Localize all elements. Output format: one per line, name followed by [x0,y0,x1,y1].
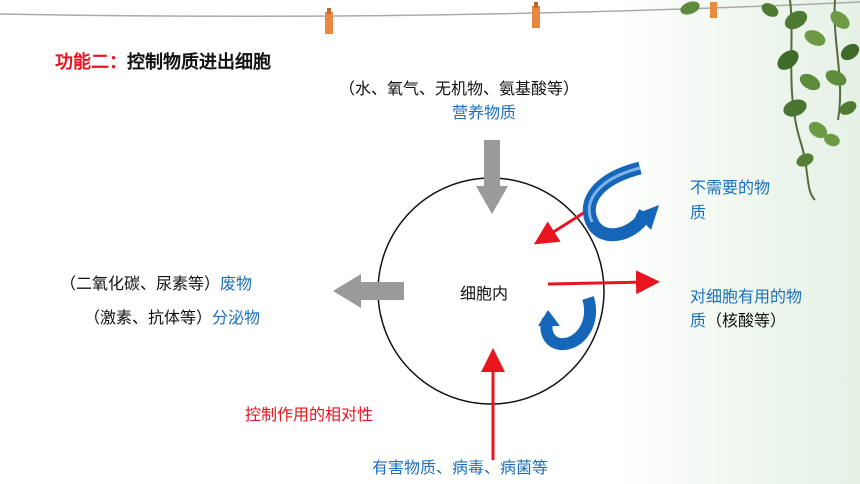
clothespin-icon [710,2,717,18]
secretion-line: （激素、抗体等）分泌物 [84,304,260,328]
nutrients-label: 营养物质 [452,103,517,122]
clothespin-icon [532,2,540,28]
unneeded-label-line1: 不需要的物 [690,178,771,197]
useful-label-line2: 质（核酸等） [690,307,786,331]
waste-examples: （二氧化碳、尿素等） [60,274,221,293]
unneeded-entry-red-arrow [533,210,586,245]
useful-retained-curved-arrow [538,296,596,351]
waste-out-arrow [333,274,404,308]
useful-examples: （核酸等） [706,311,787,330]
waste-line: （二氧化碳、尿素等）废物 [60,270,252,294]
title-main: 控制物质进出细胞 [127,52,271,73]
harmful-label: 有害物质、病毒、病菌等 [372,458,549,477]
hanging-rope [0,1,860,18]
vine-leaves-icon [680,0,860,201]
waste-label: 废物 [220,274,253,293]
nutrients-examples: （水、氧气、无机物、氨基酸等） [339,79,580,98]
relativity-label: 控制作用的相对性 [245,405,374,424]
cell-interior-label: 细胞内 [460,284,509,303]
useful-label-line2-word: 质 [690,311,707,330]
unneeded-rejected-curved-arrow [582,161,659,242]
nutrients-in-arrow [476,140,508,214]
title-prefix: 功能二： [55,52,127,73]
slide-title: 功能二：控制物质进出细胞 [55,48,271,74]
clothespin-icon [325,8,333,34]
secretion-label: 分泌物 [212,308,261,327]
useful-red-arrow [547,270,660,295]
unneeded-label-line2: 质 [690,203,707,222]
useful-label-line1: 对细胞有用的物 [690,287,803,306]
secretion-examples: （激素、抗体等） [84,308,213,327]
